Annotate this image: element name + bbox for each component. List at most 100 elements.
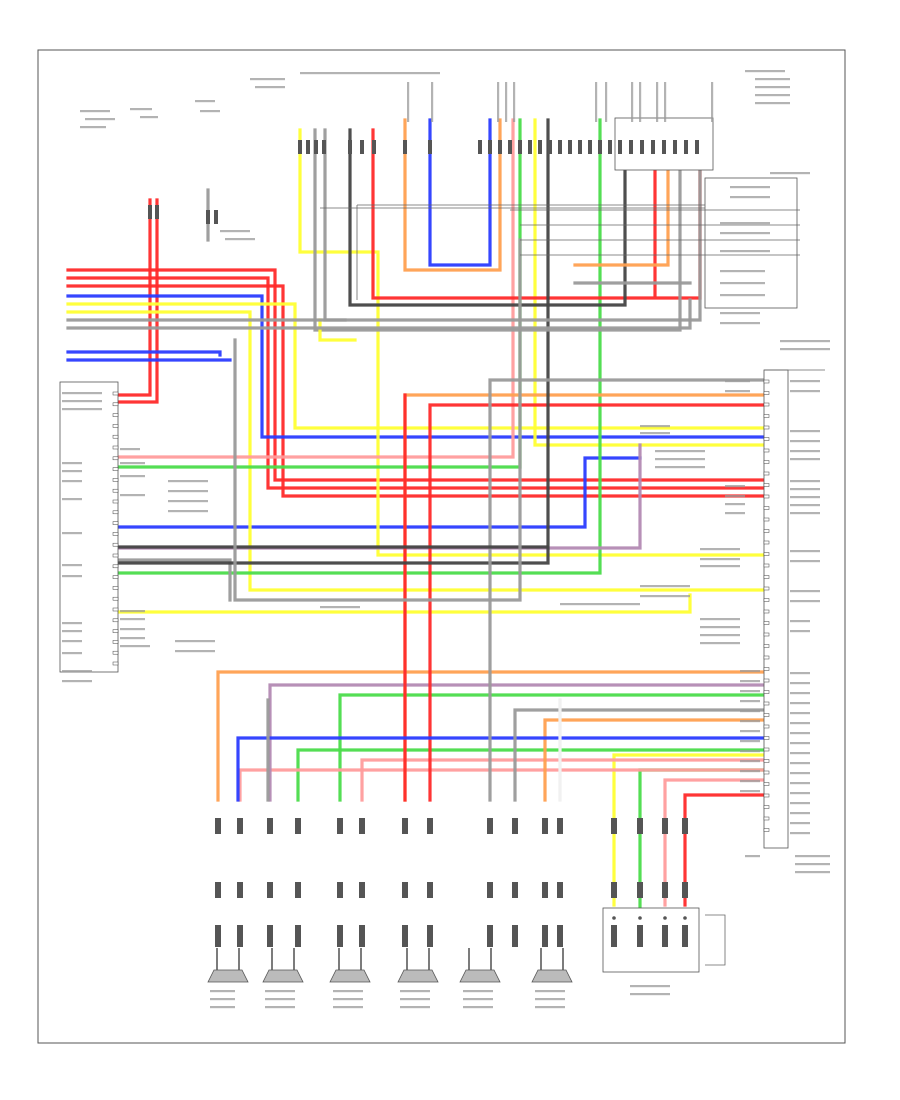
amp-pin-35 — [763, 782, 770, 786]
vertical-fine-print-1 — [431, 82, 434, 122]
fine-print-34 — [62, 470, 82, 473]
fine-print-75 — [640, 585, 690, 588]
amp-pin-9 — [763, 483, 770, 487]
fine-print-10 — [220, 230, 250, 233]
fine-print-18 — [730, 186, 770, 189]
head-unit-connector-pin-6 — [538, 140, 542, 154]
fine-print-79 — [700, 618, 740, 621]
fine-print-25 — [720, 294, 765, 297]
fine-print-40 — [62, 622, 82, 625]
fine-print-36 — [62, 498, 82, 501]
wire-gray-52 — [66, 298, 692, 330]
fine-print-109 — [790, 590, 820, 593]
fine-print-80 — [700, 626, 740, 629]
fine-print-127 — [790, 812, 810, 815]
speaker-drop-connector-a-7 — [427, 818, 433, 834]
speaker-drop-connector-b-9 — [512, 882, 518, 898]
fine-print-67 — [725, 390, 750, 393]
speaker-drop-connector-c-6 — [402, 925, 408, 947]
head-unit-connector-pin-2 — [498, 140, 502, 154]
fine-print-85 — [740, 690, 760, 693]
speaker-icon-3 — [397, 969, 439, 983]
component-layer — [59, 117, 825, 973]
speaker-layer — [207, 916, 687, 983]
wire-red-35 — [683, 793, 766, 907]
fine-print-74 — [700, 565, 740, 568]
fine-print-130 — [795, 855, 830, 858]
fine-print-9 — [300, 72, 440, 75]
speaker-drop-connector-c-11 — [557, 925, 563, 947]
wire-red-0 — [116, 198, 152, 397]
speaker-drop-connector-c-4 — [337, 925, 343, 947]
fine-print-1 — [85, 118, 115, 121]
fine-print-43 — [62, 652, 82, 655]
fine-print-101 — [790, 458, 820, 461]
wire-blue-8 — [66, 350, 222, 357]
junction-connector-pin-7 — [695, 140, 699, 154]
front-module-pin-17 — [112, 575, 119, 579]
fine-print-144 — [400, 998, 430, 1001]
fine-print-50 — [168, 480, 208, 483]
connector-layer — [112, 140, 770, 947]
front-module-pin-2 — [112, 413, 119, 417]
wire-layer — [66, 118, 766, 912]
fine-print-118 — [790, 722, 810, 725]
head-unit-connector-pin-7 — [548, 140, 552, 154]
fine-print-134 — [210, 990, 235, 993]
speaker-drop-connector-c-3 — [295, 925, 301, 947]
front-control-module — [59, 381, 119, 673]
head-unit-connector-pin-4 — [518, 140, 522, 154]
fine-print-115 — [790, 692, 810, 695]
fine-print-42 — [62, 640, 82, 643]
fine-print-122 — [790, 762, 810, 765]
front-module-pin-16 — [112, 564, 119, 569]
speaker-drop-connector-a-4 — [337, 818, 343, 834]
front-module-pin-3 — [112, 424, 119, 428]
fine-print-68 — [725, 485, 745, 488]
fine-print-62 — [640, 432, 670, 435]
wire-red-3 — [66, 268, 766, 482]
speaker-drop-connector-a-9 — [512, 818, 518, 834]
speaker-icon-5 — [531, 969, 573, 983]
fine-print-106 — [790, 512, 820, 515]
junction-connector-pin-2 — [640, 140, 644, 154]
head-unit-connector-pin-3 — [508, 140, 512, 154]
front-module-pin-22 — [112, 629, 119, 633]
head-unit-connector-pin-0 — [478, 140, 482, 154]
front-module-pin-19 — [112, 596, 119, 601]
fine-print-97 — [790, 390, 820, 393]
fine-print-151 — [535, 1006, 565, 1009]
amp-pin-17 — [763, 575, 770, 579]
wire-yellow-12 — [298, 128, 766, 557]
wire-yellow-11 — [66, 310, 766, 592]
vertical-fine-print-10 — [664, 82, 667, 122]
speaker-drop-connector-b-3 — [295, 882, 301, 898]
wire-pink-22 — [116, 118, 515, 459]
wire-pink-24 — [360, 758, 766, 802]
wire-green-20 — [338, 693, 766, 802]
tuner-connector-pin-2 — [314, 140, 318, 154]
tuner-connector-pin-0 — [298, 140, 302, 154]
fine-print-152 — [630, 985, 670, 988]
amp-pin-4 — [763, 425, 770, 430]
amp-pin-16 — [763, 563, 770, 568]
speaker-drop-connector-c-5 — [359, 925, 365, 947]
tuner-connector-pin-3 — [322, 140, 326, 154]
front-module-pin-8 — [112, 478, 119, 482]
fine-print-143 — [400, 990, 430, 993]
fine-print-87 — [740, 710, 760, 713]
fine-print-149 — [535, 990, 565, 993]
fine-print-59 — [175, 640, 215, 643]
fine-print-2 — [80, 126, 106, 129]
fine-print-69 — [725, 495, 745, 498]
fine-print-6 — [200, 110, 220, 113]
speaker-drop-connector-c-1 — [237, 925, 243, 947]
fine-print-70 — [725, 503, 745, 506]
front-module-pin-15 — [112, 553, 119, 558]
amp-pin-32 — [763, 747, 770, 752]
vertical-fine-print-11 — [711, 82, 714, 122]
fine-print-54 — [120, 610, 145, 613]
wire-pink-25 — [663, 778, 766, 907]
amp-pin-8 — [763, 471, 770, 476]
fine-print-153 — [630, 993, 670, 996]
